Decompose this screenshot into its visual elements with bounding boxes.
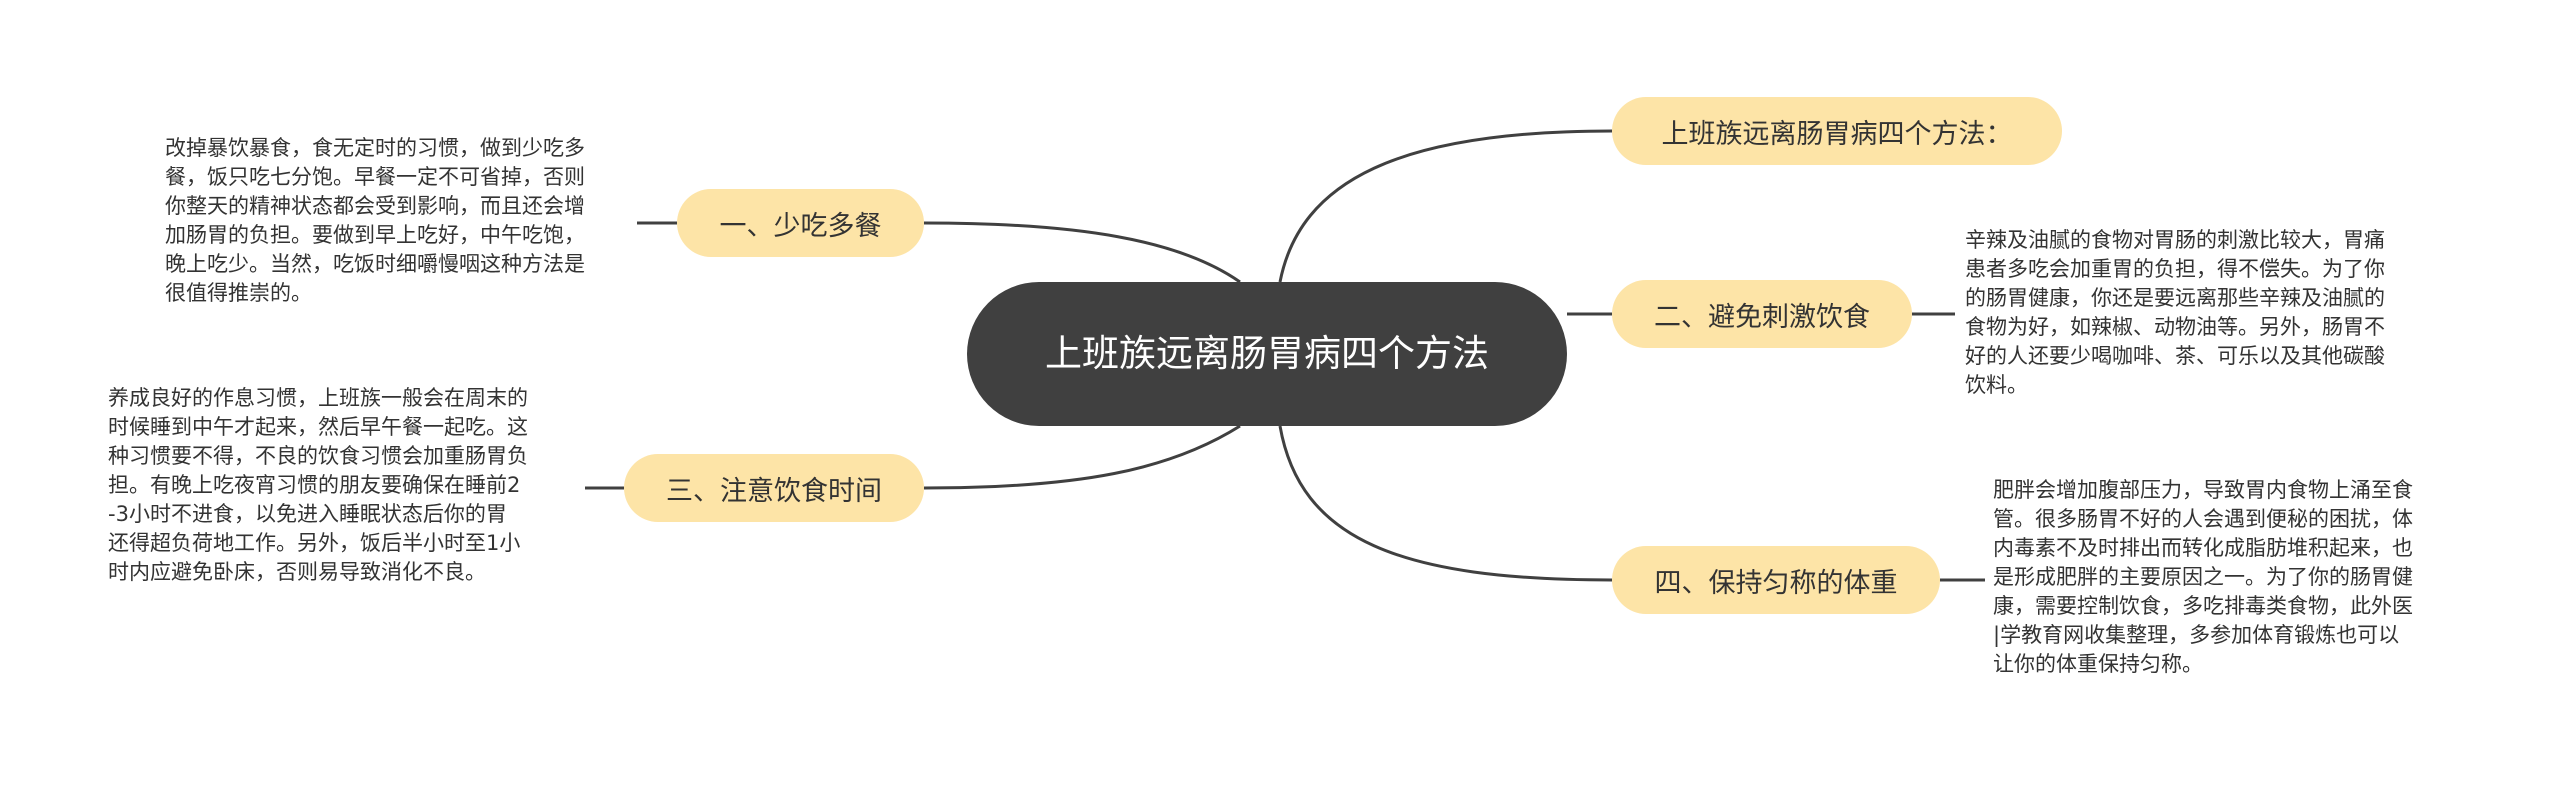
link-center-to-branch-three: [923, 424, 1241, 490]
note-line: 时内应避免卧床，否则易导致消化不良。: [108, 560, 486, 584]
link-center-to-branch-4: [1278, 425, 1613, 582]
note-line: 辛辣及油腻的食物对胃肠的刺激比较大，胃痛: [1965, 228, 2385, 252]
note-line: 是形成肥胖的主要原因之一。为了你的肠胃健: [1993, 565, 2413, 589]
branch-keep-weight[interactable]: 四、保持匀称的体重: [1612, 546, 1940, 614]
note-line: 加肠胃的负担。要做到早上吃好，中午吃饱，: [165, 223, 585, 247]
note-line: 患者多吃会加重胃的负担，得不偿失。为了你: [1965, 257, 2385, 281]
note-keep-weight: 肥胖会增加腹部压力，导致胃内食物上涌至食 管。很多肠胃不好的人会遇到便秘的困扰，…: [1993, 476, 2413, 679]
note-line: 时候睡到中午才起来，然后早午餐一起吃。这: [108, 415, 528, 439]
note-line: 餐，饭只吃七分饱。早餐一定不可省掉，否则: [165, 165, 585, 189]
note-line: 种习惯要不得，不良的饮食习惯会加重肠胃负: [108, 444, 528, 468]
note-line: 很值得推崇的。: [165, 281, 312, 305]
note-line: 你整天的精神状态都会受到影响，而且还会增: [165, 194, 585, 218]
note-line: 让你的体重保持匀称。: [1993, 652, 2203, 676]
central-topic-label: 上班族远离肠胃病四个方法: [1045, 332, 1489, 375]
note-meal-timing: 养成良好的作息习惯，上班族一般会在周末的 时候睡到中午才起来，然后早午餐一起吃。…: [108, 384, 528, 587]
note-line: 养成良好的作息习惯，上班族一般会在周末的: [108, 386, 528, 410]
note-line: 好的人还要少喝咖啡、茶、可乐以及其他碳酸: [1965, 344, 2385, 368]
note-line: 的肠胃健康，你还是要远离那些辛辣及油腻的: [1965, 286, 2385, 310]
note-line: 食物为好，如辣椒、动物油等。另外，肠胃不: [1965, 315, 2385, 339]
note-line: 担。有晚上吃夜宵习惯的朋友要确保在睡前2: [108, 473, 521, 497]
branch-label: 三、注意饮食时间: [666, 475, 882, 507]
branch-label: 上班族远离肠胃病四个方法：: [1661, 118, 2013, 150]
note-line: 管。很多肠胃不好的人会遇到便秘的困扰，体: [1993, 507, 2413, 531]
note-line: -3小时不进食，以免进入睡眠状态后你的胃: [108, 502, 507, 526]
note-line: 饮料。: [1965, 373, 2028, 397]
note-line: 康，需要控制饮食，多吃排毒类食物，此外医: [1993, 594, 2413, 618]
note-avoid-irritating-food: 辛辣及油腻的食物对胃肠的刺激比较大，胃痛 患者多吃会加重胃的负担，得不偿失。为了…: [1965, 226, 2385, 400]
branch-methods-title[interactable]: 上班族远离肠胃病四个方法：: [1612, 97, 2062, 165]
note-eat-less-more-meals: 改掉暴饮暴食，食无定时的习惯，做到少吃多 餐，饭只吃七分饱。早餐一定不可省掉，否…: [165, 134, 585, 308]
branch-eat-less-more-meals[interactable]: 一、少吃多餐: [677, 189, 924, 257]
branch-meal-timing[interactable]: 三、注意饮食时间: [624, 454, 924, 522]
branch-avoid-irritating-food[interactable]: 二、避免刺激饮食: [1612, 280, 1912, 348]
note-line: 晚上吃少。当然，吃饭时细嚼慢咽这种方法是: [165, 252, 585, 276]
link-center-to-branch-1: [1278, 129, 1613, 283]
branch-label: 四、保持匀称的体重: [1654, 567, 1898, 599]
link-center-to-branch-one: [923, 221, 1241, 284]
central-topic[interactable]: 上班族远离肠胃病四个方法: [967, 282, 1567, 426]
note-line: |学教育网收集整理，多参加体育锻炼也可以: [1993, 623, 2400, 647]
note-line: 改掉暴饮暴食，食无定时的习惯，做到少吃多: [165, 136, 585, 160]
branch-label: 二、避免刺激饮食: [1654, 301, 1870, 333]
note-line: 肥胖会增加腹部压力，导致胃内食物上涌至食: [1993, 478, 2413, 502]
note-line: 还得超负荷地工作。另外，饭后半小时至1小: [108, 531, 521, 555]
note-line: 内毒素不及时排出而转化成脂肪堆积起来，也: [1993, 536, 2413, 560]
branch-label: 一、少吃多餐: [719, 210, 882, 242]
